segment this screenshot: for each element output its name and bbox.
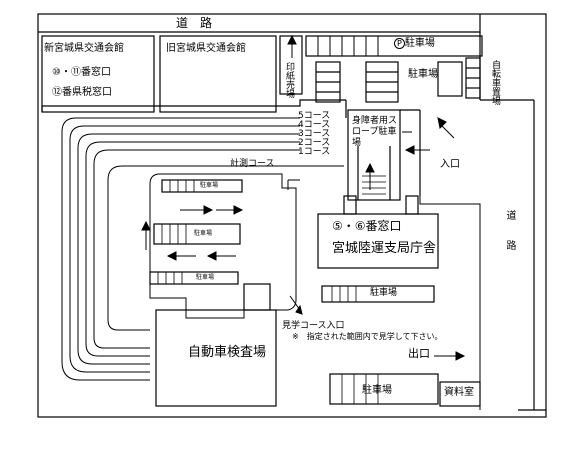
course-3: 3コース [298,129,331,139]
kyu-kaikan-box [159,35,277,113]
parking-top-text: 駐車場 [404,38,435,49]
exit-label: 出口 [408,347,430,360]
road-top-label: 道 路 [176,16,213,30]
archive-label: 資料室 [444,387,474,398]
inspection-label: 自動車検査場 [188,345,267,360]
inner-parking-3: 駐車場 [196,274,215,281]
parking-top [305,35,483,57]
shin-kaikan-box [41,35,155,113]
course-1: 1コース [298,147,331,157]
main-building [317,213,439,269]
main-building-name: 宮城陸運支局庁舎 [332,241,437,256]
kyu-kaikan-name: 旧宮城県交通会館 [166,43,246,54]
slope-parking [347,109,401,201]
map-frame [37,13,547,418]
tour-entrance: 見学コース入口 [282,321,345,331]
tour-note: ※ 指定された範囲内で見学して下さい。 [292,332,443,341]
course-5: 5コース [298,111,331,121]
inshi-label: 印紙売場 [284,62,294,98]
parking-right-label: 駐車場 [370,288,398,298]
inshi-box [279,35,303,95]
shin-kaikan-name: 新宮城県交通会館 [44,43,124,54]
parking-bottom [329,373,439,405]
inner-parking-2: 駐車場 [194,230,213,237]
bicycle-label: 自転車置場 [490,60,500,105]
parking-p-icon: P [394,38,405,49]
shin-kaikan-window2: ⑫番県税窓口 [52,87,112,98]
inspection-building [155,309,277,407]
entrance-label: 入口 [440,159,460,170]
course-4: 4コース [298,120,331,130]
road-right-label: 道 路 [504,210,515,250]
parking-mid-label: 駐車場 [408,69,438,80]
main-window-label: ⑤・⑥番窓口 [332,219,402,233]
parking-bottom-label: 駐車場 [362,385,392,396]
course-2: 2コース [298,138,331,148]
inner-parking-1: 駐車場 [200,182,219,189]
keisoku-course-label: 計測コース [230,159,275,169]
shin-kaikan-window1: ⑩・⑪番窓口 [52,67,111,78]
slope-label: 身障者用スロープ駐車場 [352,116,398,148]
